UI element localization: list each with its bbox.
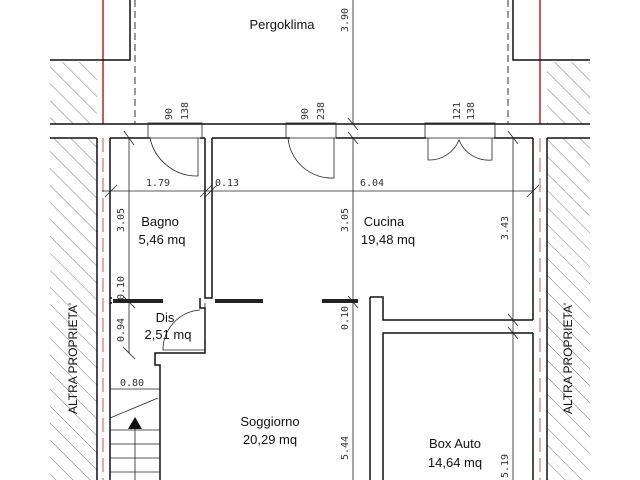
window-door-3[interactable]: [424, 122, 496, 161]
room-pergoklima: Pergoklima: [249, 17, 315, 32]
dim-right-depth: 3.43: [500, 216, 511, 240]
dim-soggiorno-depth: 5.44: [340, 436, 351, 460]
dim-cucina-depth: 3.05: [340, 208, 351, 232]
dim-left-gap: 0.10: [116, 276, 127, 300]
window-door-1[interactable]: [147, 122, 203, 177]
dim-box-depth: 5.19: [500, 454, 511, 478]
walls: [50, 123, 590, 480]
dim-dis-depth: 0.94: [116, 318, 127, 342]
window-2-height: 238: [316, 102, 327, 120]
pergola-outline: [50, 0, 590, 124]
stair-arrow-icon: [128, 417, 142, 429]
dim-bagno-depth: 3.05: [116, 208, 127, 232]
room-box-area: 14,64 mq: [428, 455, 482, 470]
dim-stair-width: 0.80: [120, 378, 144, 389]
sliding-door-soggiorno[interactable]: [322, 299, 358, 303]
dim-cucina-width: 6.04: [360, 178, 384, 189]
room-dis-area: 2,51 mq: [145, 327, 192, 342]
dis-door[interactable]: [162, 309, 205, 351]
staircase: [109, 397, 160, 480]
window-1-width: 90: [164, 108, 175, 120]
window-3-height: 138: [466, 102, 477, 120]
room-soggiorno-area: 20,29 mq: [243, 432, 297, 447]
room-soggiorno-name: Soggiorno: [240, 414, 299, 429]
window-door-2[interactable]: [285, 122, 337, 179]
room-dis-name: Dis: [156, 310, 175, 325]
dim-center-gap: 0.10: [340, 306, 351, 330]
dimension-lines: [102, 117, 540, 480]
dim-pergoklima: 3.90: [340, 8, 351, 32]
window-1-height: 138: [180, 102, 191, 120]
dim-wall: 0.13: [215, 178, 239, 189]
dim-bagno-width: 1.79: [146, 178, 170, 189]
room-bagno-area: 5,46 mq: [139, 232, 186, 247]
room-cucina-area: 19,48 mq: [361, 232, 415, 247]
sliding-door-bagno[interactable]: [113, 299, 163, 303]
left-neighbor-label: ALTRA PROPRIETA': [66, 303, 80, 414]
window-2-width: 90: [300, 108, 311, 120]
room-bagno-name: Bagno: [141, 214, 179, 229]
sliding-door-cucina[interactable]: [215, 299, 263, 303]
room-cucina-name: Cucina: [364, 214, 405, 229]
room-box-name: Box Auto: [429, 436, 481, 451]
right-neighbor-label: ALTRA PROPRIETA': [561, 303, 575, 414]
window-3-width: 121: [452, 102, 463, 120]
